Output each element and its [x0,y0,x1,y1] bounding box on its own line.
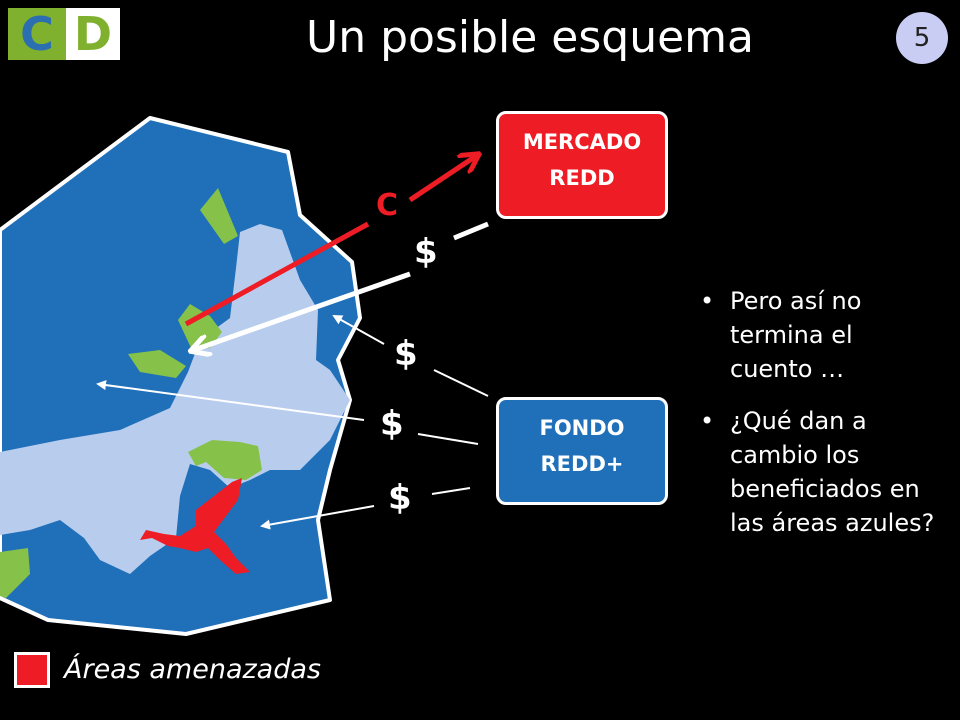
fondo-line-2: REDD+ [540,452,624,476]
page-number: 5 [896,12,948,64]
bullet-list: Pero así no termina el cuento … ¿Qué dan… [700,284,940,558]
page-title: Un posible esquema [306,12,754,63]
fund-line-2 [417,433,479,445]
legend-label: Áreas amenazadas [64,654,321,685]
fund-arrow-2 [96,380,365,421]
green-patch-1 [200,188,238,244]
mercado-redd-box: MERCADO REDD [496,111,668,219]
fondo-line-1: FONDO [539,416,625,440]
green-patch-4 [188,440,262,480]
carbon-arrow [184,221,370,327]
legend-swatch [14,652,50,688]
mercado-line-1: MERCADO [522,130,642,154]
green-patch-5 [0,548,30,598]
payment-arrow-market-1 [453,221,489,241]
logo: C D [8,8,120,60]
fund-arrow-3 [260,505,375,530]
logo-letter-c: C [8,8,66,60]
dollar-label-2: $ [394,334,418,374]
dollar-label-1: $ [414,232,438,272]
fund-arrow-1 [332,315,385,345]
green-patch-3 [128,350,186,378]
light-blue-area [0,224,350,574]
mercado-line-2: REDD [549,166,615,190]
logo-letter-d: D [66,8,120,60]
bullet-item: ¿Qué dan a cambio los beneficiados en la… [700,404,940,540]
fund-line-1 [433,369,489,397]
fund-line-3 [431,487,471,495]
carbon-arrow-2 [408,156,476,203]
fondo-redd-box: FONDO REDD+ [496,397,668,505]
dollar-label-4: $ [388,478,412,518]
bullet-item: Pero así no termina el cuento … [700,284,940,386]
carbon-label: C [376,188,399,223]
dollar-label-3: $ [380,404,404,444]
threat-area-1 [140,478,250,574]
payment-arrow-market-2 [194,271,411,350]
